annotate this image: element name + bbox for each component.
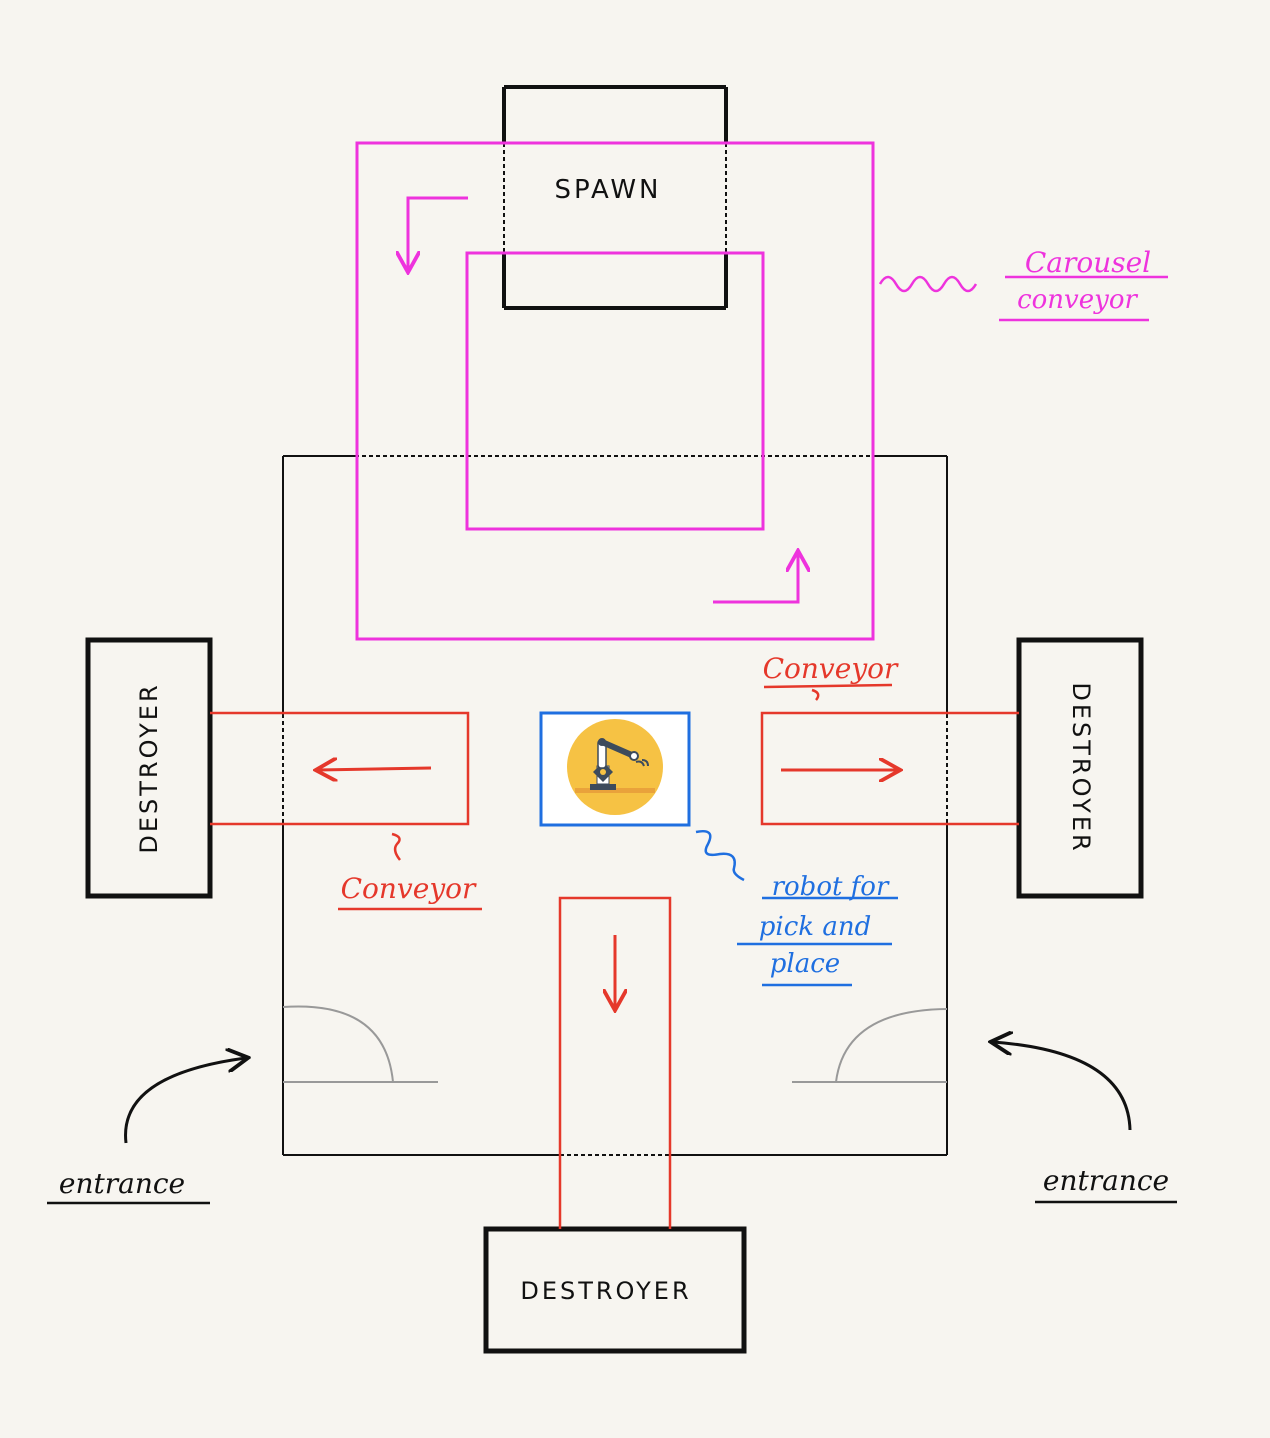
entrance-right-label: entrance (1043, 1164, 1169, 1197)
conveyor-left (210, 711, 470, 826)
conveyor-left-arrow (318, 768, 432, 770)
carousel-callout-squiggle (878, 275, 978, 293)
carousel-conveyor (355, 141, 875, 641)
conveyor-right-underline (763, 683, 893, 689)
robot-label-line3: place (770, 949, 840, 979)
conveyor-left-callout (391, 832, 401, 861)
destroyer-left-label: DESTROYER (135, 682, 163, 853)
destroyer-right-box (1016, 637, 1144, 899)
carousel-arrow-top (408, 196, 468, 270)
entrance-left-label: entrance (59, 1167, 185, 1200)
spawn-box (502, 85, 728, 310)
conveyor-bottom (558, 896, 672, 1229)
main-room (282, 455, 948, 1156)
robot-callout-squiggle (695, 830, 745, 882)
conveyor-left-label: Conveyor (341, 872, 477, 905)
door-left (282, 1005, 438, 1083)
destroyer-right-label: DESTROYER (1067, 682, 1095, 853)
door-right (792, 1008, 948, 1083)
robot-label-line2: pick and (759, 912, 871, 942)
carousel-arrow-bottom (713, 553, 798, 604)
conveyor-right (760, 711, 1019, 826)
destroyer-left-box (85, 637, 213, 899)
entrance-right-arrow (993, 1042, 1132, 1131)
spawn-label: SPAWN (554, 175, 661, 205)
destroyer-bottom-box (483, 1226, 747, 1354)
destroyer-bottom-label: DESTROYER (520, 1277, 691, 1305)
robot-arm-icon (567, 719, 663, 815)
conveyor-right-label: Conveyor (763, 652, 899, 685)
conveyor-right-callout (811, 688, 820, 701)
carousel-label-line1: Carousel (1025, 246, 1151, 279)
entrance-left-arrow (124, 1058, 246, 1144)
carousel-label-line2: conveyor (1017, 285, 1138, 315)
